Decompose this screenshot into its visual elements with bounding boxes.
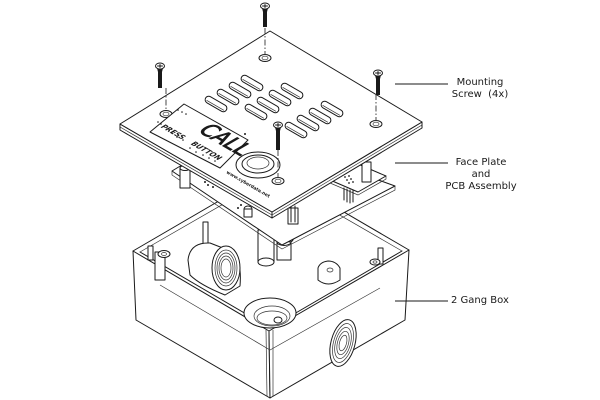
face-plate-speaker-slots [204,74,344,139]
speaker-slot [240,74,264,92]
speaker-slot [204,95,228,113]
box-corner-boss-right [369,247,384,266]
speaker-slot [284,121,308,139]
mounting-screw [260,2,270,27]
callout-mounting-screw: Mounting Screw (4x) [450,77,510,101]
callout-face-plate: Face Plate and PCB Assembly [436,157,526,193]
speaker-slot [268,89,292,107]
callout-gang-box: 2 Gang Box [451,295,509,307]
mounting-screws [155,2,383,178]
pcb-connector [287,205,299,225]
pcb-header-pins [343,175,354,204]
gang-box [132,169,410,399]
callout-face-plate-line3: PCB Assembly [445,181,517,192]
speaker-slot [320,100,344,118]
speaker-slot [308,107,332,125]
face-plate-top [119,30,423,213]
callout-leaders [395,83,448,302]
callout-mounting-screw-line1: Mounting [456,77,504,88]
speaker-slot [296,114,320,132]
callout-gang-box-line1: 2 Gang Box [451,295,509,306]
box-floor-knockout [243,297,297,329]
callout-face-plate-line2: and [471,169,491,180]
pcb-standoff-right [361,161,372,183]
speaker-slot [244,103,268,121]
speaker-slot [280,82,304,100]
box-corner-boss-left [147,245,171,281]
face-plate: CALL PRESS BUTTON www.cyberdata.net [119,30,423,219]
pcb-components [204,179,253,218]
call-button [235,151,281,179]
box-threaded-side-hole [329,319,357,367]
speaker-slot [256,96,280,114]
mounting-screw [273,121,283,150]
speaker-slot [228,81,252,99]
speaker-slot [216,88,240,106]
callout-mounting-screw-line2: Screw (4x) [451,89,509,100]
box-threaded-hub-left [187,242,241,296]
face-plate-screw-holes [159,54,383,185]
callout-face-plate-line1: Face Plate [455,157,507,168]
mounting-screw [155,62,165,88]
box-mounting-tab-right [317,260,341,285]
mounting-screw [373,69,383,95]
